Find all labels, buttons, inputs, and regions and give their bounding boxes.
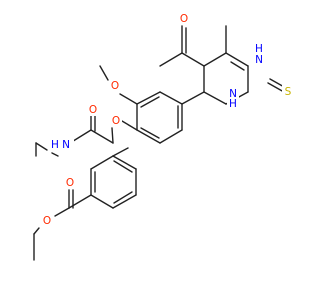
bond [51, 152, 59, 157]
bond [99, 65, 109, 81]
label-background [282, 85, 294, 98]
oxygen-atom-label: O [66, 177, 74, 189]
bond [113, 191, 133, 204]
thione-sulfur: S [282, 85, 294, 98]
amide-nh: H N [50, 138, 74, 151]
label-background [178, 12, 190, 25]
bond [159, 52, 183, 67]
label-background [41, 214, 53, 227]
bond [35, 142, 48, 151]
ether-oxygen: O [110, 114, 122, 127]
bond [119, 93, 138, 105]
ring-nh-bottom: H N [227, 88, 239, 112]
bond [203, 91, 227, 105]
bond [181, 52, 205, 67]
bond [113, 160, 133, 173]
nitrogen-atom-label: N [62, 139, 70, 151]
bond [90, 129, 114, 144]
label-background [227, 88, 239, 112]
oxygen-atom-label: O [112, 115, 120, 127]
bond [267, 82, 285, 93]
bond [136, 129, 161, 144]
bond [33, 227, 40, 235]
bond [225, 52, 249, 67]
ring-nh-top: H N [253, 43, 265, 69]
bond [121, 120, 138, 131]
hydrogen-atom-label: H [51, 139, 59, 151]
ester-alkoxy-oxygen: O [41, 214, 53, 227]
oxygen-atom-label: O [43, 215, 51, 227]
acetyl-oxygen: O [178, 12, 190, 25]
bond [159, 129, 183, 144]
amide-oxygen: O [87, 103, 99, 116]
hydrogen-atom-label: H [255, 43, 263, 55]
bond [90, 155, 114, 170]
bond [54, 207, 70, 217]
oxygen-atom-label: O [89, 104, 97, 116]
nitrogen-atom-label: N [255, 54, 263, 66]
ester-carbonyl-oxygen: O [64, 176, 76, 189]
bond [203, 52, 227, 67]
bond [140, 96, 160, 108]
label-background [64, 176, 76, 189]
bond [112, 194, 137, 209]
label-background [109, 79, 121, 92]
bond [140, 127, 160, 139]
label-background [50, 138, 74, 151]
label-background [87, 103, 99, 116]
bond [112, 147, 129, 157]
atom-labels: O H N S H N O O O H N [41, 12, 294, 227]
bond [181, 91, 205, 105]
sulfur-atom-label: S [285, 86, 292, 98]
nitrogen-atom-label: N [229, 88, 237, 100]
bond [136, 91, 161, 105]
methoxy-oxygen: O [109, 79, 121, 92]
label-background [253, 45, 265, 69]
label-background [110, 114, 122, 127]
bond [112, 155, 137, 170]
oxygen-atom-label: O [180, 13, 188, 25]
oxygen-atom-label: O [111, 80, 119, 92]
bond [111, 127, 114, 144]
bond [90, 194, 114, 209]
bond [230, 61, 245, 71]
hydrogen-atom-label: H [229, 98, 237, 110]
bond [159, 91, 183, 105]
bond-lines [33, 25, 287, 261]
chemical-structure-diagram: O H N S H N O O O H N [33, 12, 294, 261]
